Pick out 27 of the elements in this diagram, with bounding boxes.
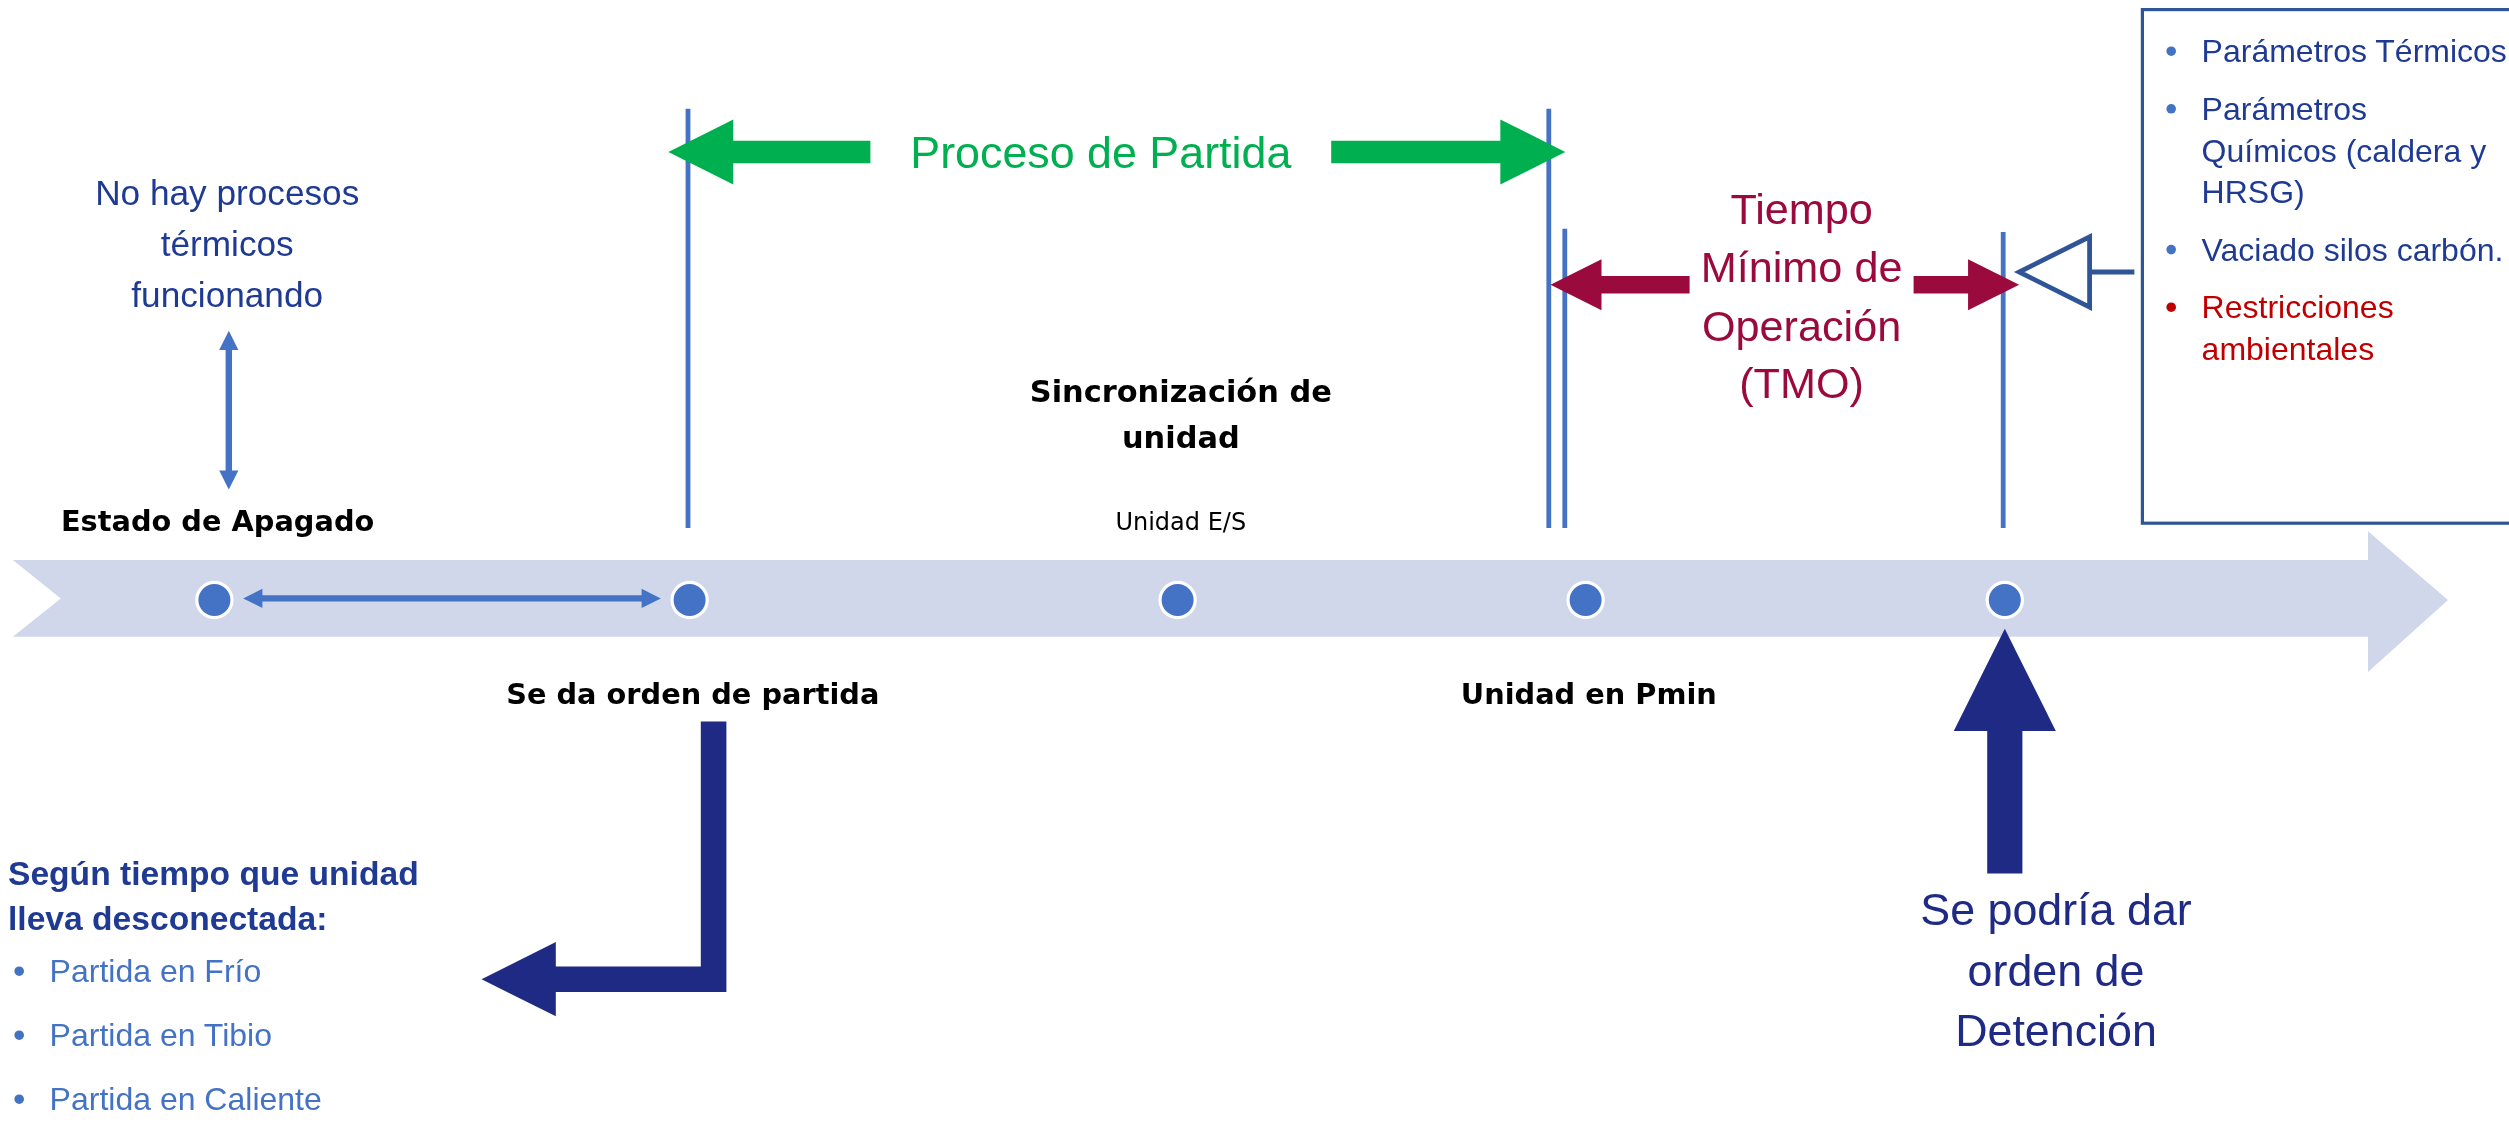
arrow xyxy=(1331,119,1566,185)
bullet-text: Restricciones ambientales xyxy=(2201,288,2395,369)
bullet-box xyxy=(2140,8,2509,525)
bullet-text: Partida en Caliente xyxy=(49,1080,322,1119)
arrow xyxy=(243,588,661,608)
bullet-text: Partida en Frío xyxy=(49,952,262,991)
heading-text: No hay procesos térmicos funcionando xyxy=(94,171,361,317)
arrow xyxy=(219,330,239,490)
bullet-text: Parámetros Térmicos xyxy=(2201,32,2507,71)
heading-text: Proceso de Partida xyxy=(909,127,1293,180)
list-heading: Según tiempo que unidad lleva desconectada: xyxy=(8,853,420,938)
timeline-label: Se da orden de partida xyxy=(505,675,881,713)
bullet-text: Parámetros Químicos (caldera y HRSG) xyxy=(2201,90,2488,212)
heading-text: Tiempo Mínimo de Operación (TMO) xyxy=(1699,184,1904,411)
heading-text: Se podría dar orden de Detención xyxy=(1919,883,2193,1058)
bullet-text: Partida en Tibio xyxy=(49,1016,272,1055)
arrow xyxy=(1953,628,2056,874)
timeline-label: Sincronización de unidad xyxy=(1028,371,1333,456)
timeline-label: Estado de Apagado xyxy=(59,503,376,540)
timeline-label: Unidad E/S xyxy=(1114,506,1248,538)
arrow xyxy=(1913,259,2020,311)
hollow-arrow xyxy=(2016,234,2135,310)
arrow xyxy=(481,721,727,1017)
arrow xyxy=(1550,259,1690,311)
timeline-label: Unidad en Pmin xyxy=(1459,675,1718,713)
bullet-text: Vaciado silos carbón. xyxy=(2201,231,2504,270)
arrow xyxy=(668,119,871,185)
